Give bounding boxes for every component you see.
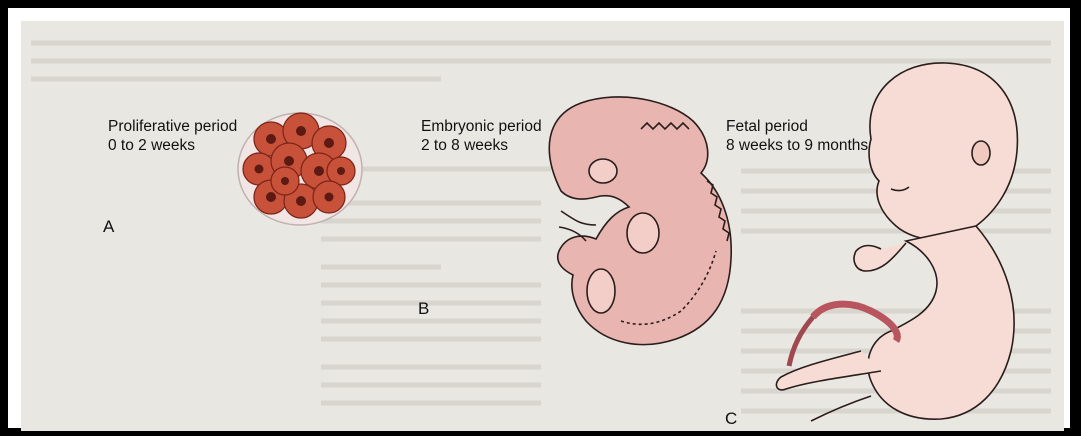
- panel-a-range: 0 to 2 weeks: [108, 136, 237, 155]
- panel-c-range: 8 weeks to 9 months: [726, 136, 868, 155]
- panel-b-caption: Embryonic period 2 to 8 weeks: [421, 117, 542, 155]
- development-illustration: [21, 21, 1064, 431]
- umbilical-cord-end: [789, 317, 813, 366]
- morula-cell-cluster: [238, 113, 362, 225]
- panel-b-letter: B: [418, 299, 429, 319]
- panel-a-title: Proliferative period: [108, 117, 237, 136]
- panel-c-letter: C: [725, 409, 737, 429]
- embryo-illustration: [549, 97, 731, 345]
- panel-a-letter: A: [103, 217, 114, 237]
- figure-frame: Proliferative period 0 to 2 weeks A Embr…: [8, 8, 1070, 428]
- panel-c-caption: Fetal period 8 weeks to 9 months: [726, 117, 868, 155]
- panel-a-caption: Proliferative period 0 to 2 weeks: [108, 117, 237, 155]
- panel-c-title: Fetal period: [726, 117, 868, 136]
- panel-b-title: Embryonic period: [421, 117, 542, 136]
- figure-panel: Proliferative period 0 to 2 weeks A Embr…: [21, 21, 1064, 431]
- panel-b-range: 2 to 8 weeks: [421, 136, 542, 155]
